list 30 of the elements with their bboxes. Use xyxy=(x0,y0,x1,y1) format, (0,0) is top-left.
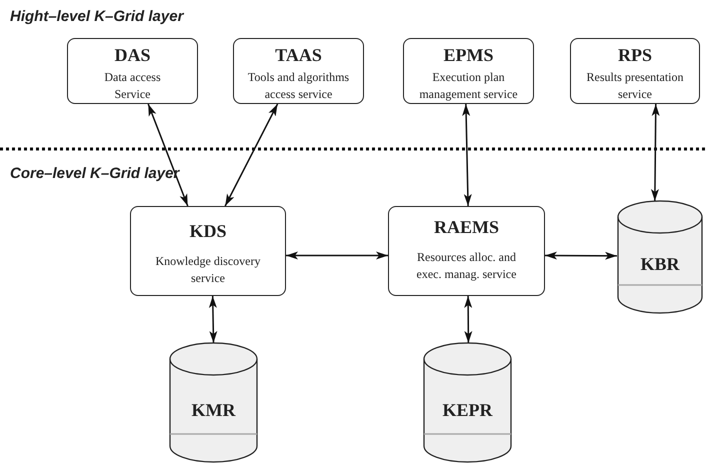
node-title: KBR xyxy=(640,254,680,274)
arrow xyxy=(545,252,617,260)
node-title: KEPR xyxy=(442,400,492,420)
node-description: Tools and algorithms access service xyxy=(246,69,350,103)
node-title: DAS xyxy=(114,45,150,65)
node-description: Execution plan management service xyxy=(418,69,519,103)
arrow xyxy=(286,252,388,260)
arrow xyxy=(208,296,218,344)
node-title: KDS xyxy=(189,221,226,241)
node-description: Data access Service xyxy=(103,69,162,103)
node-description: Knowledge discovery service xyxy=(154,253,262,287)
arrow xyxy=(650,104,660,201)
arrow xyxy=(462,104,472,206)
service-box xyxy=(233,38,364,104)
node-title: RPS xyxy=(618,45,652,65)
service-box xyxy=(388,206,545,296)
service-box xyxy=(130,206,286,296)
node-title: KMR xyxy=(192,400,236,420)
node-description: Resources alloc. and exec. manag. service xyxy=(416,249,518,283)
node-title: EPMS xyxy=(443,45,494,65)
arrow xyxy=(464,296,472,343)
node-title: TAAS xyxy=(275,45,322,65)
service-box xyxy=(67,38,198,104)
arrow xyxy=(224,104,278,206)
service-box xyxy=(403,38,534,104)
arrow xyxy=(148,104,188,206)
node-title: RAEMS xyxy=(434,217,499,237)
layer-title: Hight–level K–Grid layer xyxy=(10,8,184,25)
service-box xyxy=(570,38,700,104)
node-description: Results presentation service xyxy=(586,69,684,103)
